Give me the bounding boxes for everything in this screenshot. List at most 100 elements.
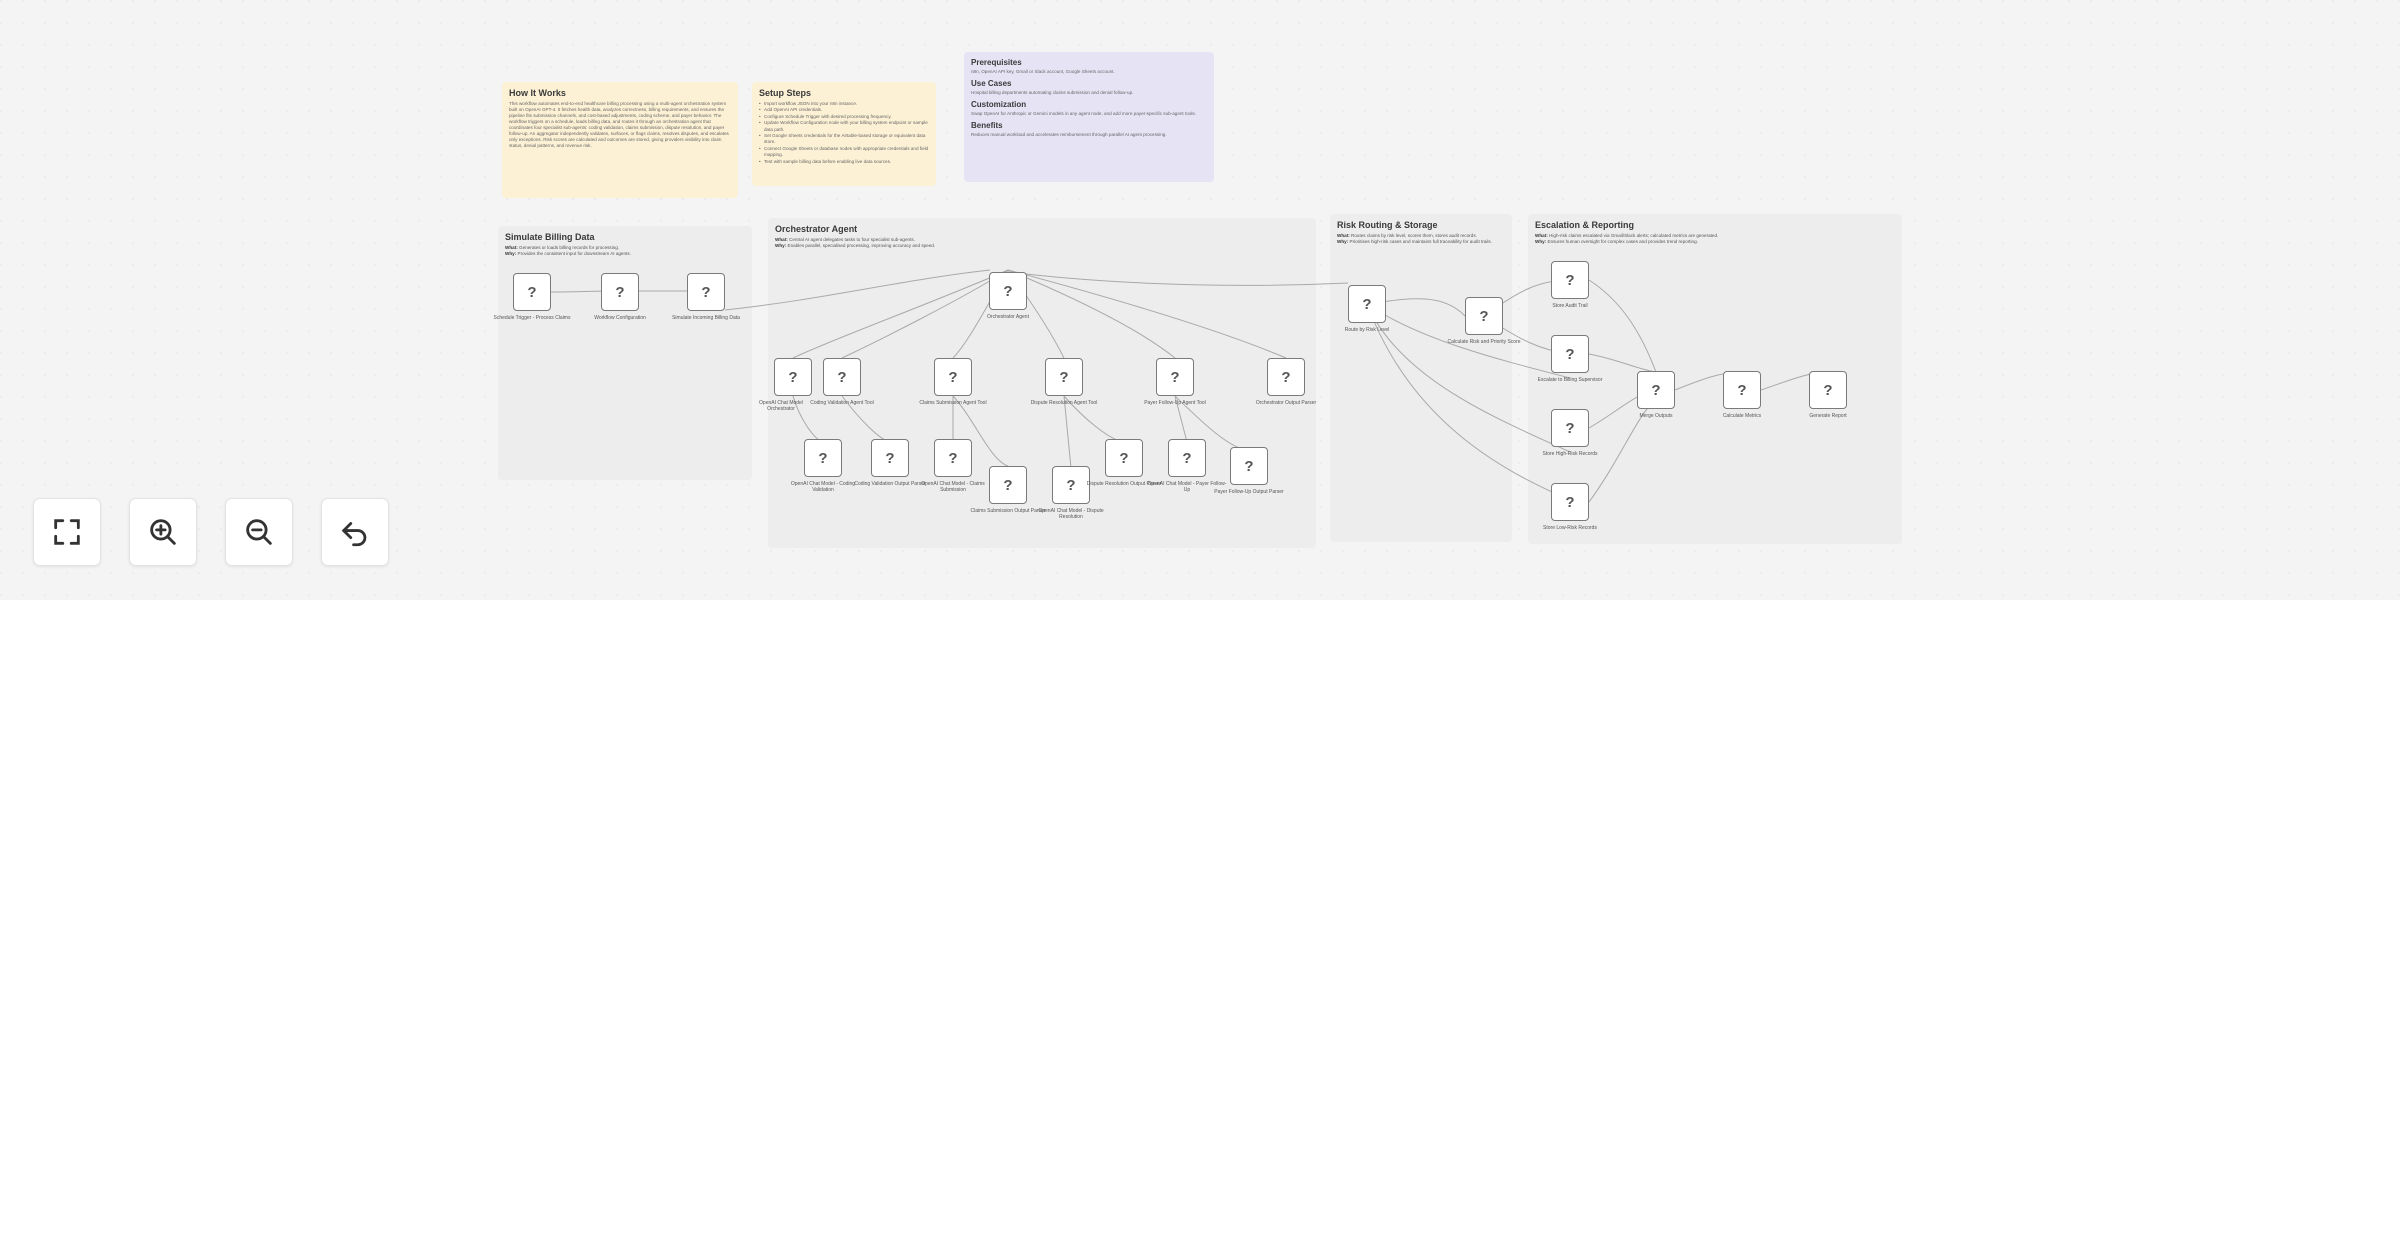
zoom-out-button[interactable] — [225, 498, 293, 566]
node-payer-follow-up-agent-tool[interactable]: ? — [1156, 358, 1194, 396]
sticky-body: Reduces manual workload and accelerates … — [971, 132, 1167, 137]
node-label: Claims Submission Output Parser — [970, 508, 1046, 514]
node-escalate-to-supervisor[interactable]: ? — [1551, 335, 1589, 373]
question-mark-icon: ? — [837, 368, 847, 386]
node-openai-chat-model-orchestrator[interactable]: ? — [774, 358, 812, 396]
sticky-title: How It Works — [509, 88, 566, 98]
node-route-by-risk-level[interactable]: ? — [1348, 285, 1386, 323]
node-generate-report[interactable]: ? — [1809, 371, 1847, 409]
fit-view-icon — [54, 519, 80, 545]
section-title: Escalation & Reporting — [1535, 220, 1635, 230]
section-title: Risk Routing & Storage — [1337, 220, 1438, 230]
node-label: Orchestrator Agent — [987, 314, 1029, 320]
sticky-subtitle: Use Cases — [971, 79, 1012, 88]
section-simulate-billing-data[interactable]: Simulate Billing Data What: Generates or… — [498, 226, 752, 480]
sticky-prerequisites[interactable]: Prerequisites n8n, OpenAI API key, Gmail… — [964, 52, 1214, 182]
section-title: Orchestrator Agent — [775, 224, 858, 234]
sticky-how-it-works[interactable]: How It Works This workflow automates end… — [502, 82, 738, 198]
section-why: Enables parallel, specialised processing… — [787, 243, 936, 248]
section-what: High-risk claims escalated via Gmail/Sla… — [1549, 233, 1719, 238]
node-label: Merge Outputs — [1639, 413, 1673, 419]
section-why: Ensures human oversight for complex case… — [1547, 239, 1698, 244]
question-mark-icon: ? — [1565, 271, 1575, 289]
question-mark-icon: ? — [1170, 368, 1180, 386]
node-label: Coding Validation Output Parser — [854, 481, 926, 487]
node-merge-outputs[interactable]: ? — [1637, 371, 1675, 409]
question-mark-icon: ? — [1651, 381, 1661, 399]
node-claims-submission-agent-tool[interactable]: ? — [934, 358, 972, 396]
node-simulate-billing-data[interactable]: ? — [687, 273, 725, 311]
sticky-body: n8n, OpenAI API key, Gmail or Slack acco… — [971, 69, 1115, 74]
node-openai-chat-model-claims[interactable]: ? — [934, 439, 972, 477]
node-dispute-resolution-agent-tool[interactable]: ? — [1045, 358, 1083, 396]
node-dispute-resolution-output-parser[interactable]: ? — [1105, 439, 1143, 477]
question-mark-icon: ? — [1003, 476, 1013, 494]
node-workflow-configuration[interactable]: ? — [601, 273, 639, 311]
node-label: Escalate to Billing Supervisor — [1537, 377, 1603, 383]
question-mark-icon: ? — [1479, 307, 1489, 325]
sticky-subtitle: Customization — [971, 100, 1027, 109]
node-schedule-trigger[interactable]: ? — [513, 273, 551, 311]
node-calculate-risk-score[interactable]: ? — [1465, 297, 1503, 335]
question-mark-icon: ? — [1281, 368, 1291, 386]
sticky-title: Setup Steps — [759, 88, 812, 98]
question-mark-icon: ? — [1059, 368, 1069, 386]
node-openai-chat-model-dispute[interactable]: ? — [1052, 466, 1090, 504]
node-openai-chat-model-payer[interactable]: ? — [1168, 439, 1206, 477]
list-item: Configure Schedule Trigger with desired … — [759, 114, 929, 121]
question-mark-icon: ? — [1119, 449, 1129, 467]
undo-icon — [342, 522, 367, 547]
sticky-setup-steps[interactable]: Setup Steps Import workflow JSON into yo… — [752, 82, 936, 186]
node-label: Payer Follow-Up Output Parser — [1214, 489, 1284, 495]
section-title: Simulate Billing Data — [505, 232, 595, 242]
node-label: Generate Report — [1809, 413, 1847, 419]
question-mark-icon: ? — [1362, 295, 1372, 313]
node-label: Claims Submission Agent Tool — [919, 400, 987, 406]
node-store-high-risk-records[interactable]: ? — [1551, 409, 1589, 447]
sticky-body: This workflow automates end-to-end healt… — [509, 101, 729, 148]
question-mark-icon: ? — [1182, 449, 1192, 467]
list-item: Test with sample billing data before ena… — [759, 159, 929, 166]
question-mark-icon: ? — [1003, 282, 1013, 300]
zoom-out-icon — [246, 519, 272, 545]
node-label: Store High-Risk Records — [1542, 451, 1598, 457]
section-risk-routing-storage[interactable]: Risk Routing & Storage What: Routes clai… — [1330, 214, 1512, 542]
undo-button[interactable] — [321, 498, 389, 566]
question-mark-icon: ? — [1737, 381, 1747, 399]
node-store-audit-trail[interactable]: ? — [1551, 261, 1589, 299]
node-coding-validation-agent-tool[interactable]: ? — [823, 358, 861, 396]
question-mark-icon: ? — [948, 449, 958, 467]
node-label: Coding Validation Agent Tool — [810, 400, 874, 406]
node-label: Schedule Trigger - Process Claims — [493, 315, 571, 321]
section-what: Generates or loads billing records for p… — [519, 245, 620, 250]
node-label: Dispute Resolution Output Parser — [1086, 481, 1162, 487]
list-item: Set Google Sheets credentials for the Ai… — [759, 133, 929, 146]
section-what: Routes claims by risk level, scores them… — [1351, 233, 1477, 238]
fit-view-button[interactable] — [33, 498, 101, 566]
node-store-low-risk-records[interactable]: ? — [1551, 483, 1589, 521]
question-mark-icon: ? — [615, 283, 625, 301]
node-openai-chat-model-coding[interactable]: ? — [804, 439, 842, 477]
node-orchestrator-output-parser[interactable]: ? — [1267, 358, 1305, 396]
list-item: Connect Google Sheets or database nodes … — [759, 146, 929, 159]
question-mark-icon: ? — [701, 283, 711, 301]
sticky-title: Prerequisites — [971, 58, 1022, 67]
sticky-body: Hospital billing departments automating … — [971, 90, 1134, 95]
node-label: Dispute Resolution Agent Tool — [1030, 400, 1098, 406]
node-payer-follow-up-output-parser[interactable]: ? — [1230, 447, 1268, 485]
node-label: Store Low-Risk Records — [1543, 525, 1597, 531]
node-orchestrator-agent[interactable]: ? — [989, 272, 1027, 310]
node-label: OpenAI Chat Model - Dispute Resolution — [1038, 508, 1104, 520]
node-calculate-metrics[interactable]: ? — [1723, 371, 1761, 409]
node-coding-validation-output-parser[interactable]: ? — [871, 439, 909, 477]
node-label: OpenAI Chat Model - Payer Follow-Up — [1147, 481, 1227, 493]
workflow-canvas[interactable]: How It Works This workflow automates end… — [0, 0, 2400, 600]
zoom-in-button[interactable] — [129, 498, 197, 566]
question-mark-icon: ? — [1244, 457, 1254, 475]
node-label: Calculate Metrics — [1722, 413, 1762, 419]
question-mark-icon: ? — [1565, 493, 1575, 511]
section-why: Prioritises high-risk cases and maintain… — [1349, 239, 1492, 244]
question-mark-icon: ? — [527, 283, 537, 301]
setup-steps-list: Import workflow JSON into your n8n insta… — [759, 101, 929, 165]
node-claims-submission-output-parser[interactable]: ? — [989, 466, 1027, 504]
